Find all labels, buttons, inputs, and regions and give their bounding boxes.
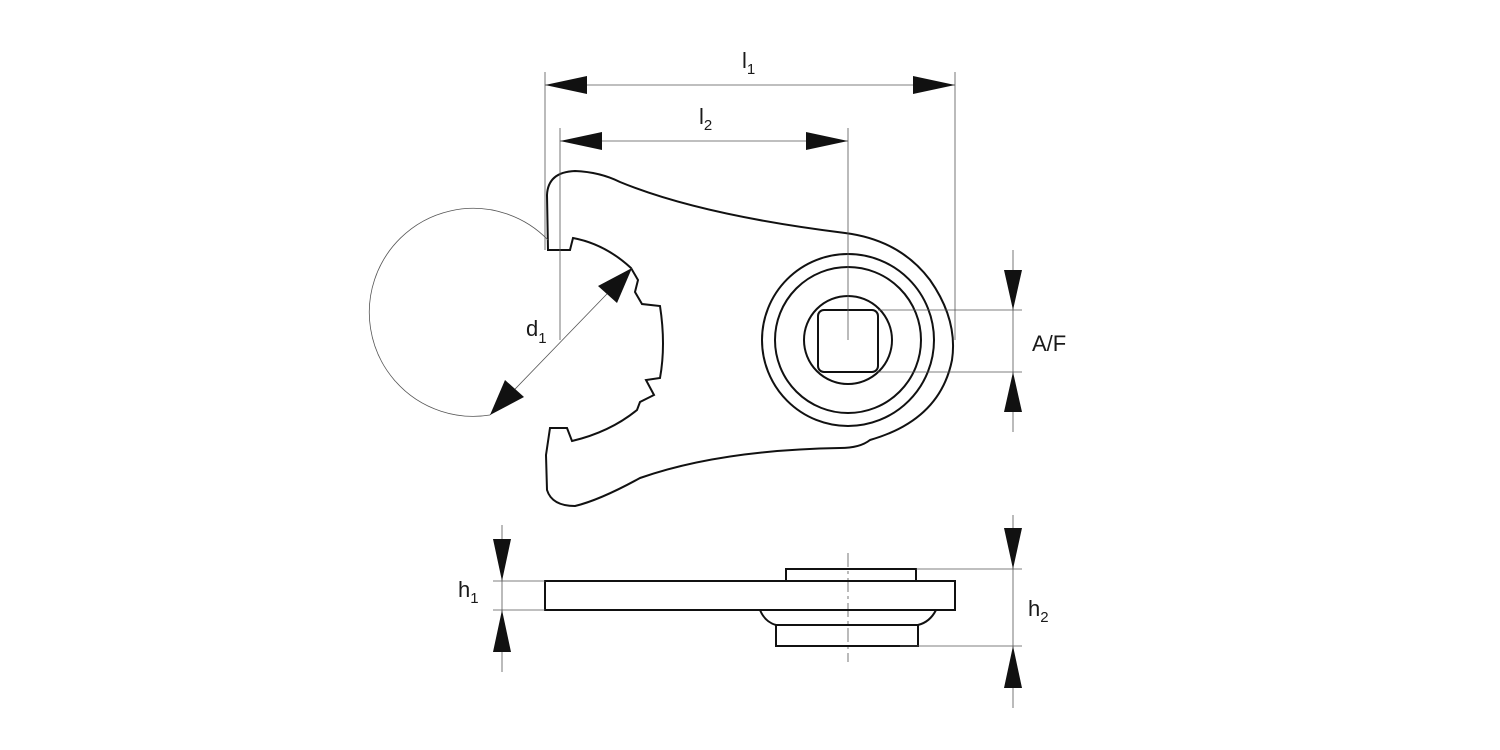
arrow-icon	[806, 132, 848, 150]
arrow-icon	[913, 76, 955, 94]
h2-label: h2	[1028, 596, 1049, 626]
arrow-icon	[490, 380, 524, 415]
d1-label: d1	[526, 316, 547, 347]
arrow-icon	[1004, 372, 1022, 412]
arrow-icon	[545, 76, 587, 94]
l1-label: l1	[742, 48, 755, 78]
af-label: A/F	[1032, 331, 1066, 356]
wrench-body-outline	[544, 169, 955, 508]
arrow-icon	[1004, 646, 1022, 688]
arrow-icon	[1004, 528, 1022, 569]
arrow-icon	[598, 268, 632, 303]
d1-reference-circle	[368, 207, 549, 417]
arrow-icon	[493, 610, 511, 652]
arrow-icon	[493, 539, 511, 581]
h1-label: h1	[458, 577, 479, 607]
side-boss-bottom	[775, 624, 919, 647]
l2-label: l2	[699, 104, 712, 134]
arrow-icon	[560, 132, 602, 150]
side-plate	[544, 580, 956, 611]
arrow-icon	[1004, 270, 1022, 310]
side-boss-top	[785, 568, 917, 582]
